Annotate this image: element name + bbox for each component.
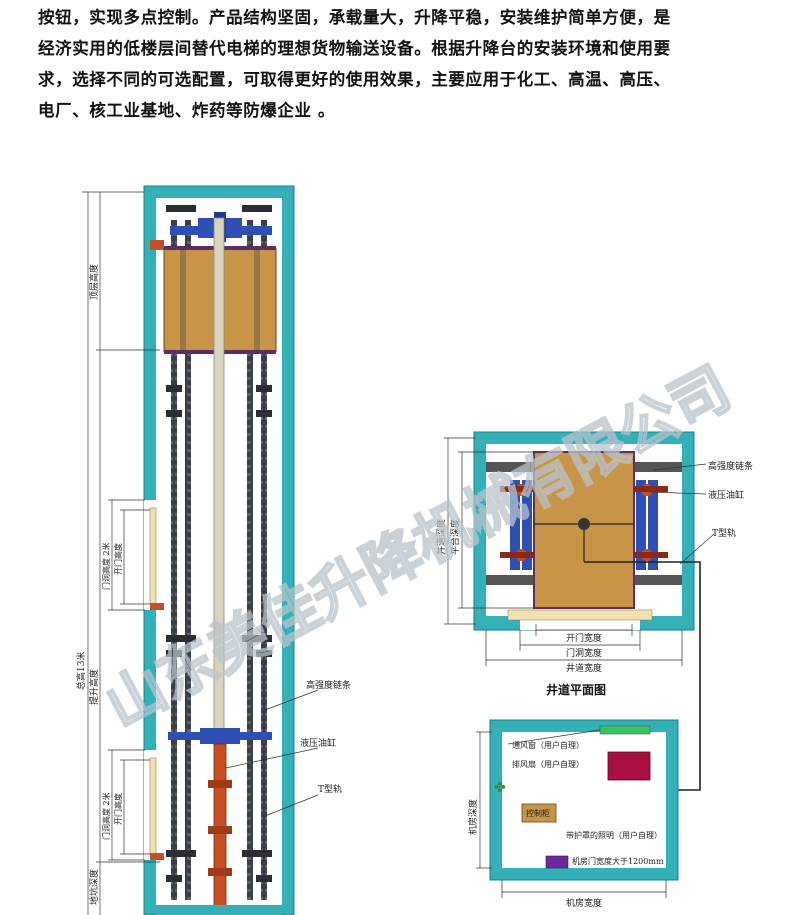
label-door-note: 机房门宽度大于1200mm bbox=[572, 856, 664, 866]
chain-right-outer bbox=[261, 220, 267, 900]
dim-top-height: 顶层高度 bbox=[88, 264, 100, 300]
plan-caption: 井道平面图 bbox=[546, 682, 606, 697]
label-elevation-chain: 高强度链条 bbox=[306, 679, 351, 691]
intro-line-4: 电厂、核工业基地、炸药等防爆企业 。 bbox=[38, 101, 336, 120]
label-plan-chain: 高强度链条 bbox=[708, 460, 753, 472]
door-frame-upper bbox=[149, 507, 157, 605]
hydraulic-pipe bbox=[584, 561, 701, 791]
shaft-plan-view: 井道深度 平台深度 高强度链条 液压油缸 T型轨 开门宽度 门洞宽度 井道宽度 … bbox=[435, 431, 753, 791]
control-cabinet bbox=[521, 803, 557, 823]
dim-door-width: 开门宽度 bbox=[566, 632, 602, 644]
label-elevation-cylinder: 液压油缸 bbox=[300, 737, 336, 749]
label-control-cabinet: 控制柜 bbox=[526, 808, 550, 818]
dim-opening-width: 门洞宽度 bbox=[566, 647, 602, 659]
plan-door-sill bbox=[507, 609, 653, 621]
label-plan-cylinder: 液压油缸 bbox=[708, 489, 744, 501]
dim-machine-width: 机房宽度 bbox=[566, 897, 602, 909]
dim-platform-depth: 平台深度 bbox=[449, 519, 461, 555]
door-frame-lower bbox=[149, 757, 157, 855]
dim-lift-height: 提升高度 bbox=[88, 669, 100, 705]
label-lighting: 带护罩的照明（用户自理） bbox=[566, 830, 662, 840]
chain-left-outer bbox=[171, 220, 177, 900]
dim-door1-height: 开门高度 bbox=[113, 543, 123, 575]
dim-pit-depth: 地坑深度 bbox=[88, 869, 100, 905]
dim-total-height: 总高13米 bbox=[75, 652, 87, 690]
fan-icon: ✤ bbox=[494, 780, 506, 796]
label-fan: 排风扇（用户自理） bbox=[512, 759, 584, 769]
dim-door2-height: 开门高度 bbox=[113, 793, 123, 825]
control-panel bbox=[607, 751, 651, 781]
label-vent: 通风窗（用户自理） bbox=[512, 740, 584, 750]
chain-right-inner bbox=[247, 220, 253, 900]
dim-shaft-width: 井道宽度 bbox=[566, 662, 602, 674]
intro-text: 按钮，实现多点控制。产品结构坚固，承载量大，升降平稳，安装维护简单方便，是 经济… bbox=[38, 2, 778, 126]
intro-line-1: 按钮，实现多点控制。产品结构坚固，承载量大，升降平稳，安装维护简单方便，是 bbox=[38, 8, 671, 27]
light-fixture bbox=[545, 855, 569, 869]
intro-line-2: 经济实用的低楼层间替代电梯的理想货物输送设备。根据升降台的安装环境和使用要 bbox=[38, 39, 671, 58]
chain-left-inner bbox=[185, 220, 191, 900]
dim-door1-opening: 门洞高度 2米 bbox=[101, 542, 111, 590]
dim-door2-opening: 门洞高度 2米 bbox=[101, 792, 111, 840]
elevation-view: 总高13米 顶层高度 提升高度 地坑深度 门洞高度 2米 开门高度 门洞高度 2… bbox=[75, 185, 351, 915]
dim-machine-depth: 机房深度 bbox=[467, 799, 479, 835]
dim-shaft-depth: 井道深度 bbox=[435, 519, 447, 555]
vent-window bbox=[599, 725, 651, 735]
machine-room-view: ✤ 控制柜 机房深度 通风窗（用户自理） 排风扇（用户自理） 带护罩的照明（用户… bbox=[467, 719, 679, 909]
intro-line-3: 求，选择不同的可选配置，可取得更好的使用效果，主要应用于化工、高温、高压、 bbox=[38, 70, 671, 89]
label-elevation-rail: T型轨 bbox=[318, 783, 342, 795]
label-plan-rail: T型轨 bbox=[712, 527, 736, 539]
